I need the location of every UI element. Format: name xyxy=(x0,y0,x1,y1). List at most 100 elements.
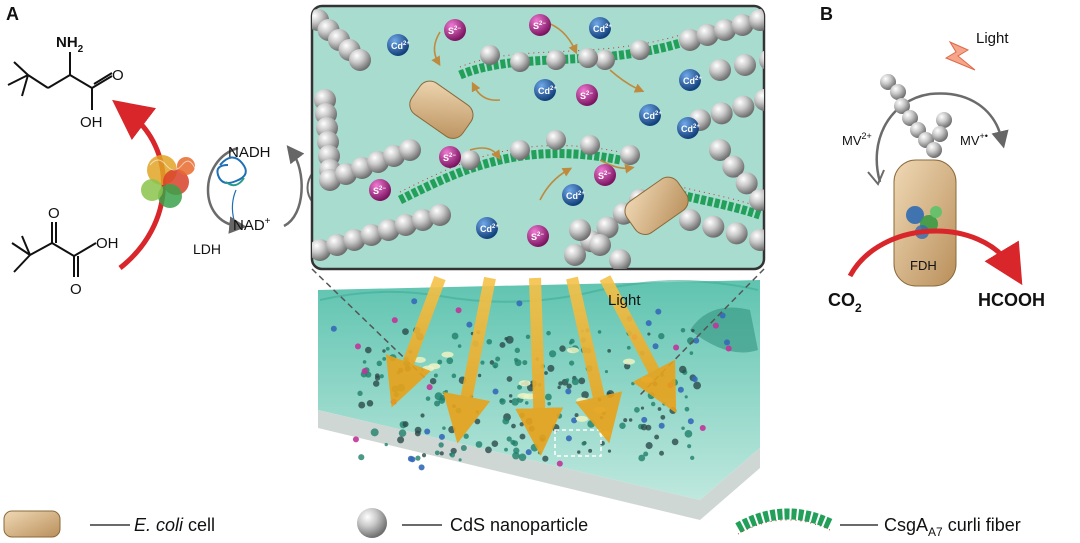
mat-speck xyxy=(391,385,399,393)
curli-fiber-tips xyxy=(399,145,621,193)
mat-speck xyxy=(509,399,513,403)
cds-nanoparticle xyxy=(880,74,896,90)
mat-speck xyxy=(546,330,551,336)
cd-ion-dot xyxy=(645,320,652,327)
legend-curli-prefix: CsgA xyxy=(884,515,928,535)
mat-speck xyxy=(438,442,444,448)
mat-speck xyxy=(607,449,612,453)
mat-cell xyxy=(576,397,589,404)
curli-fiber xyxy=(397,149,621,205)
ion-label: S2− xyxy=(448,26,461,36)
cd-ion-dot xyxy=(565,435,572,442)
mat-speck xyxy=(433,373,438,378)
mat-speck xyxy=(588,448,593,453)
s-ion: S2− xyxy=(594,164,616,186)
cds-nanoparticle xyxy=(725,222,748,245)
cds-nanoparticle xyxy=(546,130,566,150)
cd-ion-dot xyxy=(691,376,698,383)
legend-ecoli-italic: E. coli xyxy=(134,515,184,535)
cds-nanoparticle xyxy=(735,172,758,195)
svg-text:NAD+: NAD+ xyxy=(233,216,271,234)
ion-label: Cd2+ xyxy=(643,111,662,121)
mat-speck xyxy=(389,354,397,362)
cds-nanoparticle xyxy=(710,102,733,125)
amine-label: NH xyxy=(56,34,78,51)
mat-speck xyxy=(581,441,586,446)
ldh-protein-ribbon-icon xyxy=(216,156,247,221)
mat-speck xyxy=(558,381,563,386)
s-ion-dot xyxy=(361,368,368,375)
substrate-molecule xyxy=(11,222,97,277)
ldh-label: LDH xyxy=(193,241,221,257)
mat-speck xyxy=(495,356,501,362)
cd-ion: Cd2+ xyxy=(562,184,585,206)
mat-speck xyxy=(643,451,649,457)
mat-speck xyxy=(510,439,516,445)
inset-ions: Cd2+S2−S2−Cd2+Cd2+Cd2+S2−Cd2+Cd2+S2−S2−S… xyxy=(369,14,702,247)
cds-nanoparticle xyxy=(580,135,600,155)
inset-light-label: Light xyxy=(608,292,641,309)
cd-ion-dot xyxy=(658,422,665,429)
cds-nanoparticle xyxy=(609,249,631,269)
mat-speck xyxy=(689,351,694,355)
mat-speck xyxy=(393,391,399,398)
mat-speck xyxy=(358,454,365,461)
substrate-ketone-o: O xyxy=(48,205,60,222)
mat-speck xyxy=(525,334,531,339)
legend-ecoli-swatch xyxy=(3,510,61,538)
mat-speck xyxy=(366,400,374,407)
legend-curli-sub: A7 xyxy=(928,525,943,539)
cds-nanoparticle xyxy=(343,229,366,251)
mat-cell xyxy=(575,415,588,422)
mat-speck xyxy=(372,380,380,387)
mat-speck xyxy=(626,345,631,350)
ion-label: Cd2+ xyxy=(566,191,585,201)
co2-label: CO xyxy=(828,290,855,310)
ion-label: Cd2+ xyxy=(538,86,557,96)
cds-nanoparticle xyxy=(732,95,755,118)
cds-nanoparticle xyxy=(377,219,400,241)
mat-speck xyxy=(518,453,527,462)
mat-speck xyxy=(545,393,552,401)
mat-speck xyxy=(530,443,539,452)
mat-cell xyxy=(441,351,454,358)
mat-speck xyxy=(547,364,555,372)
mat-speck xyxy=(669,407,677,414)
mat-speck xyxy=(415,455,421,461)
inset-zoom: Cd2+S2−S2−Cd2+Cd2+Cd2+S2−Cd2+Cd2+S2−S2−S… xyxy=(310,4,766,271)
s-ion-dot xyxy=(455,307,462,314)
mat-speck xyxy=(640,423,648,431)
mat-speck xyxy=(451,373,457,379)
s-ion: S2− xyxy=(439,146,461,168)
mat-speck xyxy=(362,360,367,364)
mat-speck xyxy=(537,450,542,455)
mv-left-sup: 2+ xyxy=(862,131,872,141)
mat-speck xyxy=(604,370,609,374)
s-ion: S2− xyxy=(444,19,466,41)
fdh-protein-icon xyxy=(906,206,942,239)
mat-speck xyxy=(687,444,692,449)
legend-curli-suffix: curli fiber xyxy=(943,515,1021,535)
s-ion-dot xyxy=(354,343,361,350)
nad-superscript: + xyxy=(265,216,271,227)
cd-ion-dot xyxy=(693,337,700,344)
cd-ion-dot xyxy=(652,343,659,350)
ion-label: Cd2+ xyxy=(391,41,410,51)
mat-speck xyxy=(519,412,525,419)
mat-speck xyxy=(690,455,695,461)
mat-speck xyxy=(425,396,431,401)
ion-label: S2− xyxy=(533,21,546,31)
ion-label: Cd2+ xyxy=(593,24,612,34)
cds-nanoparticle xyxy=(749,189,764,211)
mat-speck xyxy=(475,410,480,414)
s-ion-dot xyxy=(725,345,732,352)
mat-speck xyxy=(398,429,407,437)
nad-regeneration-arrow xyxy=(283,145,305,228)
mv-cycle-arrow xyxy=(875,92,1009,183)
cds-nanoparticle xyxy=(564,244,586,266)
cds-nanoparticle xyxy=(759,49,764,71)
mat-speck xyxy=(634,407,640,413)
cd-ion-dot xyxy=(719,312,726,319)
cds-nanoparticle xyxy=(569,219,591,241)
